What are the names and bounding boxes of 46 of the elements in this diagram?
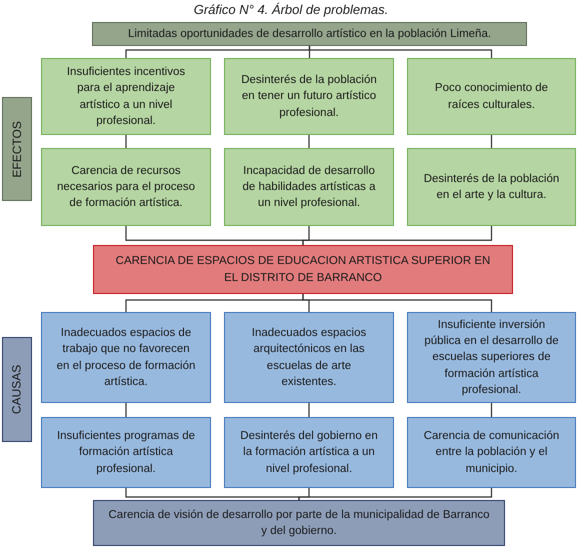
problem-tree-box — [41, 312, 211, 403]
section-label: CAUSAS — [8, 364, 25, 414]
problem-tree-box — [41, 417, 211, 488]
problem-tree-box — [407, 417, 576, 488]
box-text: Inadecuados espacios arquitectónicos en las escuelas de arte existentes. — [250, 326, 368, 390]
box-text: Insuficientes incentivos para el aprendizaje artístico a un nivel profesional. — [66, 65, 186, 129]
box-text: Carencia de comunicación entre la población y el municipio. — [422, 429, 560, 477]
problem-tree-box — [92, 22, 527, 46]
box-text: CARENCIA DE ESPACIOS DE EDUCACION ARTISTICA SUPERIOR EN EL DISTRITO DE BARRANCO — [114, 254, 492, 286]
box-text: Carencia de recursos necesarios para el proceso de formación artística. — [56, 164, 196, 212]
connector-line — [302, 226, 492, 245]
box-text: Insuficientes programas de formación artística profesional. — [56, 429, 196, 477]
connector-line — [298, 488, 492, 500]
connector-line — [490, 403, 492, 417]
box-text: Carencia de visión de desarrollo por parte de la municipalidad de Barranco y del gobierno. — [108, 508, 490, 539]
connector-line — [302, 294, 492, 312]
side-label-box — [2, 97, 32, 201]
connector-line — [490, 135, 492, 148]
problem-tree-box — [224, 312, 394, 403]
problem-tree-box — [407, 312, 576, 403]
problem-tree-box — [93, 245, 513, 294]
box-text: Limitadas oportunidades de desarrollo artístico en la población Limeña. — [128, 26, 492, 42]
problem-tree-box — [224, 417, 394, 488]
box-text: Desinterés del gobierno en la formación artística a un nivel profesional. — [239, 429, 379, 477]
box-text: Incapacidad de desarrollo de habilidades artísticas a un nivel profesional. — [242, 164, 376, 212]
connector-line — [125, 403, 127, 417]
problem-tree-box — [407, 148, 576, 226]
section-label: EFECTOS — [8, 120, 25, 178]
problem-tree-box — [224, 148, 394, 226]
problem-tree-box — [93, 500, 505, 546]
problem-tree-box — [224, 58, 394, 135]
box-text: Inadecuados espacios de trabajo que no favorecen en el proceso de formación artística. — [56, 326, 196, 390]
problem-tree-box — [41, 148, 211, 226]
box-text: Desinterés de la población en el arte y la cultura. — [422, 172, 560, 203]
connector-line — [125, 488, 300, 500]
problem-tree-box — [41, 58, 211, 135]
box-text: Desinterés de la población en tener un futuro artístico profesional. — [240, 73, 378, 121]
connector-line — [308, 403, 310, 417]
connector-line — [308, 135, 310, 148]
box-text: Poco conocimiento de raíces culturales. — [434, 81, 550, 112]
box-text: Insuficiente inversión pública en el desarrollo de escuelas superiores de formación artística profesional. — [423, 318, 560, 398]
connector-line — [125, 135, 127, 148]
side-label-box — [2, 337, 32, 442]
problem-tree-box — [407, 58, 576, 135]
connector-line — [308, 46, 492, 58]
diagram-title: Gráfico N° 4. Árbol de problemas. — [194, 2, 388, 17]
